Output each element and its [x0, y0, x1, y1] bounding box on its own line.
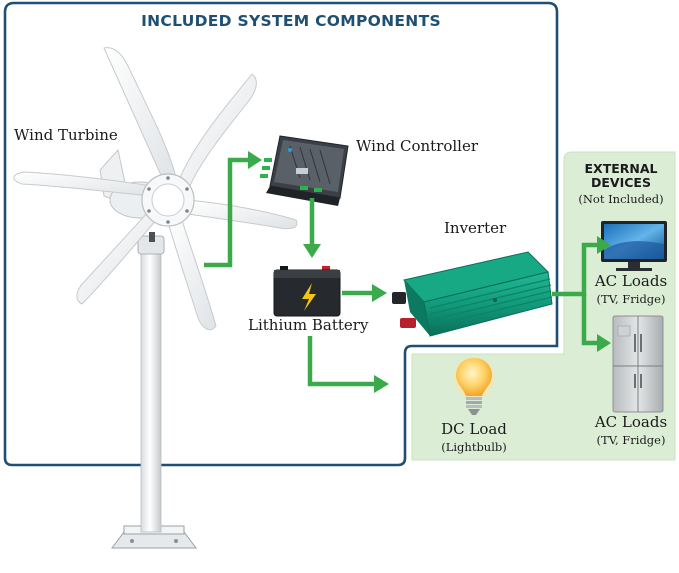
lithium-battery-label: Lithium Battery [248, 316, 369, 334]
ac-loads-tv-label: AC Loads [594, 272, 668, 290]
tv-icon [601, 221, 667, 271]
dc-load-label: DC Load [441, 420, 507, 438]
diagram-title: INCLUDED SYSTEM COMPONENTS [141, 12, 441, 30]
external-devices-title-line1: EXTERNAL [584, 161, 658, 176]
inverter-label: Inverter [444, 219, 507, 237]
external-devices-title-line2: DEVICES [591, 175, 651, 190]
inverter-icon [392, 251, 553, 337]
arrow-heads [248, 151, 611, 393]
fridge-icon [612, 315, 664, 413]
battery-icon [273, 266, 341, 317]
edge-battery-to-dcload [307, 336, 374, 387]
ac-loads-fridge-label: AC Loads [594, 413, 668, 431]
edge-inverter-to-tv [552, 242, 598, 297]
edge-inverter-to-fridge [581, 294, 598, 346]
ac-loads-fridge-sublabel: (TV, Fridge) [596, 433, 666, 447]
charge-controller-icon [260, 135, 349, 206]
ac-loads-tv-sublabel: (TV, Fridge) [596, 292, 666, 306]
wind-turbine-icon [13, 47, 298, 549]
connection-arrows [204, 157, 598, 387]
lightbulb-icon [453, 357, 495, 415]
edge-turbine-to-controller [204, 157, 248, 268]
included-components-frame [3, 1, 559, 467]
external-devices-subtitle: (Not Included) [578, 192, 664, 206]
wind-controller-label: Wind Controller [356, 137, 479, 155]
dc-load-sublabel: (Lightbulb) [441, 440, 507, 454]
wind-turbine-label: Wind Turbine [14, 126, 118, 144]
